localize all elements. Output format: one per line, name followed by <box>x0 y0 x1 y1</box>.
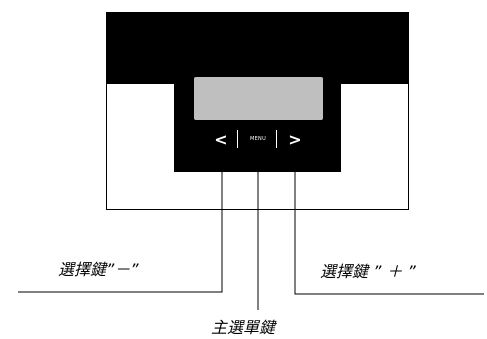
display-screen <box>194 77 323 120</box>
menu-button[interactable]: MENU <box>249 136 267 142</box>
leader-line-minus <box>18 172 223 293</box>
minus-button[interactable]: < <box>214 130 228 149</box>
plus-button[interactable]: > <box>288 130 302 149</box>
menu-key-label: 主選單鍵 <box>211 318 276 337</box>
plus-key-label: 選擇鍵 ” ＋ ” <box>320 262 416 281</box>
button-separator-left <box>237 130 238 148</box>
leader-line-plus <box>294 172 484 295</box>
button-separator-right <box>276 130 277 148</box>
minus-key-label: 選擇鍵”－” <box>58 260 139 279</box>
